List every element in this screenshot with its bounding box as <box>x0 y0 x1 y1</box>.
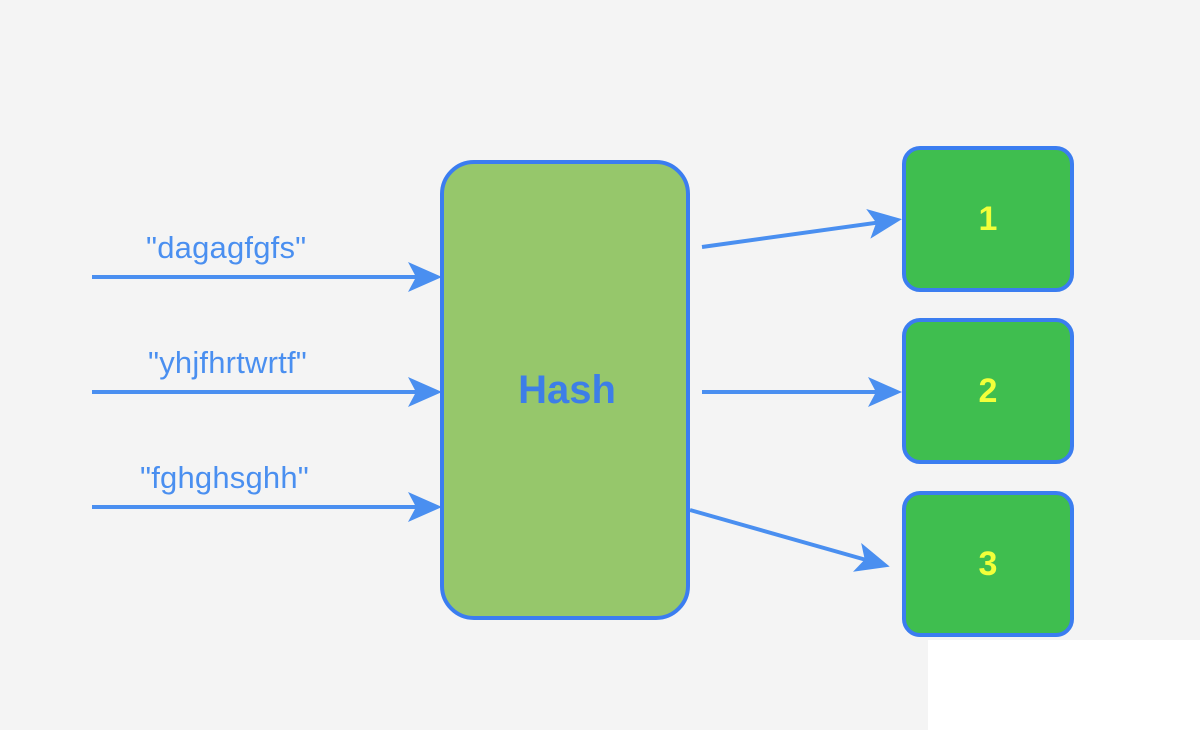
bucket-2-label: 2 <box>978 371 998 410</box>
output-arrow-3 <box>689 508 890 572</box>
bucket-1: 1 <box>902 146 1074 292</box>
bucket-2: 2 <box>902 318 1074 464</box>
bucket-1-label: 1 <box>978 199 998 238</box>
hash-label: Hash <box>518 367 616 412</box>
output-arrow-1 <box>701 209 902 249</box>
hash-function-box: Hash <box>440 160 690 620</box>
input-string-1: "dagagfgfs" <box>146 230 307 265</box>
corner-patch <box>928 640 1200 730</box>
bucket-3: 3 <box>902 491 1074 637</box>
bucket-3-label: 3 <box>978 544 998 583</box>
input-string-2: "yhjfhrtwrtf" <box>148 345 307 380</box>
input-string-3: "fghghsghh" <box>140 460 310 495</box>
